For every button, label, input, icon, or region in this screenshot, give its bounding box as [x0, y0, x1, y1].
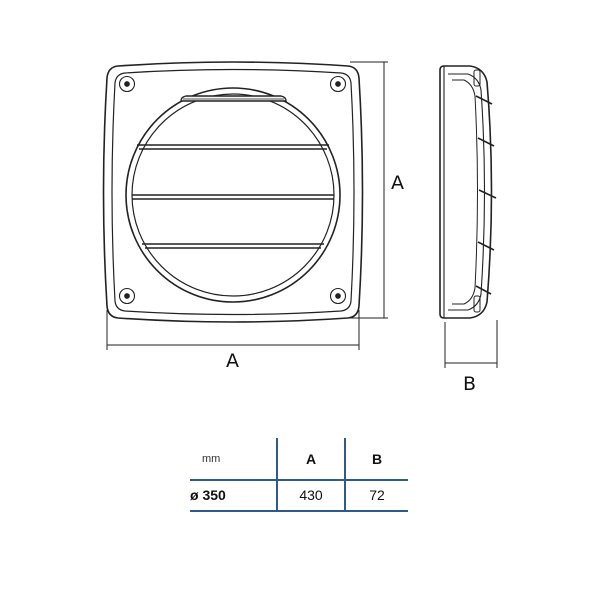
- table-divider-top: [190, 479, 408, 481]
- table-column-divider-1: [276, 438, 278, 512]
- front-inner-rim: [111, 68, 355, 316]
- value-a-cell: 430: [299, 487, 323, 503]
- grille-ring-outer: [125, 87, 341, 303]
- screw-hole-bottom-left: [118, 287, 136, 305]
- column-a-header: A: [305, 451, 317, 467]
- side-body: [439, 65, 493, 319]
- dimension-lines: [106, 61, 498, 368]
- screw-hole-top-right: [329, 75, 347, 93]
- front-outer-plate: [102, 61, 364, 323]
- depth-dimension-label: B: [463, 373, 477, 395]
- column-b-header: B: [371, 451, 383, 467]
- value-b-cell: 72: [369, 487, 385, 503]
- side-louvre-tips: [475, 95, 497, 295]
- top-hinge-bar: [180, 95, 287, 102]
- width-dimension-label: A: [226, 350, 239, 372]
- table-column-divider-2: [344, 438, 346, 512]
- size-cell: ø 350: [190, 487, 226, 503]
- screw-hole-bottom-right: [329, 287, 347, 305]
- unit-header: mm: [202, 453, 221, 465]
- table-divider-bottom: [190, 510, 408, 512]
- screw-holes: [118, 75, 347, 305]
- screw-hole-top-left: [118, 75, 136, 93]
- side-view: [439, 65, 497, 319]
- table-row: ø 350 430 72: [190, 482, 408, 508]
- table-header-row: mm A B: [190, 446, 408, 472]
- louvres: [132, 144, 334, 249]
- front-view: [102, 61, 364, 323]
- height-dimension-label: A: [391, 172, 404, 194]
